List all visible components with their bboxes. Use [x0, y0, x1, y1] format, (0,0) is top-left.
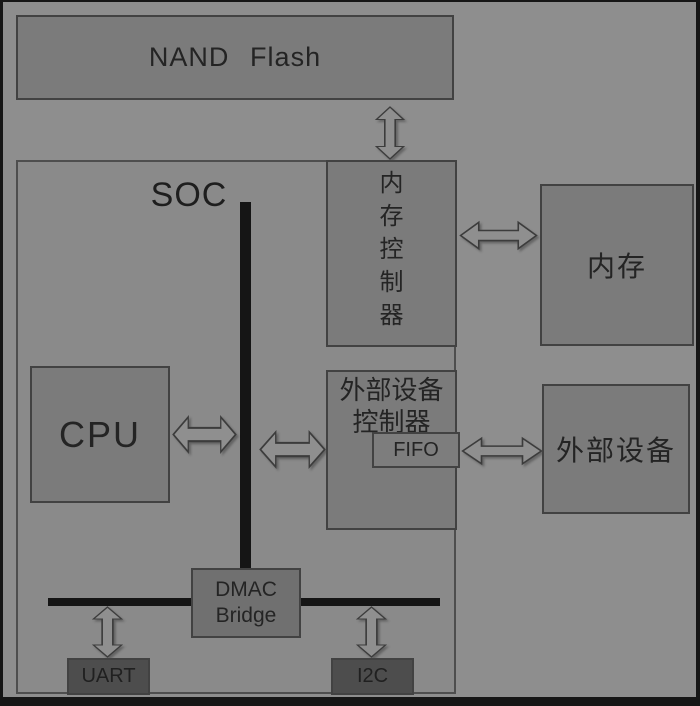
external-device-node: 外部设备 [542, 384, 690, 514]
i2c-node: I2C [331, 658, 414, 695]
dmac-bridge-node: DMAC Bridge [191, 568, 301, 638]
nand-flash-label: NAND Flash [148, 42, 322, 72]
cpu-bus-double-arrow-icon [172, 415, 237, 454]
uart-node: UART [67, 658, 150, 695]
bus-i2c-double-arrow-icon [355, 606, 388, 658]
memory-controller-node: 内存控制器 [326, 160, 457, 347]
memory-label: 内存 [586, 251, 647, 282]
cpu-node: CPU [30, 366, 170, 503]
bus-uart-double-arrow-icon [91, 606, 124, 658]
memory-node: 内存 [540, 184, 694, 346]
memory-controller-label: 内存控制器 [379, 170, 404, 330]
bus-extctrl-double-arrow-icon [259, 430, 326, 469]
fifo-node: FIFO [372, 432, 460, 468]
external-device-controller-label: 外部设备控制器 [339, 375, 444, 437]
cpu-label: CPU [58, 413, 141, 455]
nand-flash-node: NAND Flash [16, 15, 454, 100]
fifo-label: FIFO [393, 438, 439, 461]
dmac-bridge-label: DMAC Bridge [215, 577, 277, 627]
fifo-extdevice-double-arrow-icon [461, 436, 543, 466]
vertical-system-bus [240, 202, 251, 572]
soc-label: SOC [150, 176, 228, 214]
uart-label: UART [81, 665, 136, 687]
memctrl-memory-double-arrow-icon [459, 220, 538, 251]
external-device-label: 外部设备 [555, 435, 676, 466]
nand-memctrl-double-arrow-icon [374, 106, 406, 160]
i2c-label: I2C [356, 665, 389, 687]
